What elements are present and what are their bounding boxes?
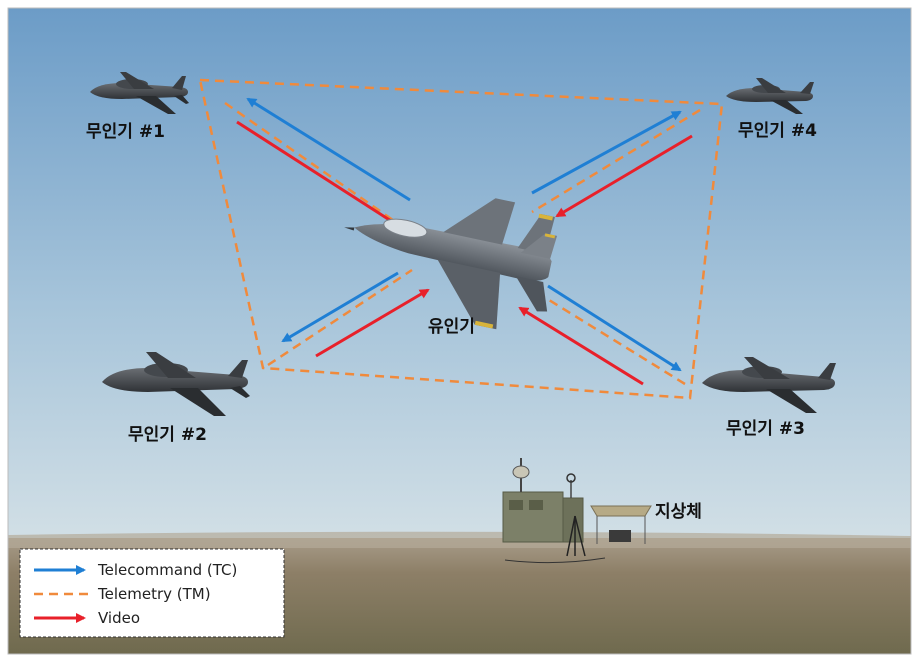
uav-2-icon <box>102 352 250 416</box>
legend-video-label: Video <box>98 609 140 627</box>
legend-tm-label: Telemetry (TM) <box>97 585 211 603</box>
label-uav-3: 무인기 #3 <box>726 419 805 439</box>
video-arrow-uav1 <box>236 120 404 230</box>
video-arrow-uav3 <box>518 306 644 386</box>
uav-4-icon <box>726 78 814 114</box>
video-arrow-uav2 <box>315 288 430 358</box>
ground-station-icon <box>502 458 652 564</box>
tm-link-uav4 <box>531 108 701 214</box>
tc-arrow-uav4 <box>531 110 682 195</box>
tc-arrow-uav1 <box>246 97 411 202</box>
manned-aircraft-icon <box>344 198 558 330</box>
tc-arrow-uav2 <box>281 271 399 343</box>
label-uav-2: 무인기 #2 <box>128 425 207 445</box>
tc-arrow-uav3 <box>547 284 682 372</box>
horizon-haze <box>8 531 911 548</box>
label-uav-1: 무인기 #1 <box>86 122 165 142</box>
label-manned-aircraft: 유인기 <box>428 317 475 337</box>
tm-link-uav2 <box>267 268 413 367</box>
label-ground-station: 지상체 <box>655 502 702 522</box>
tm-link-uav3 <box>519 280 686 386</box>
tm-link-uav1 <box>224 101 401 227</box>
uav-3-icon <box>702 357 836 413</box>
legend: Telecommand (TC) Telemetry (TM) Video <box>19 548 285 638</box>
telemetry-link-perimeter <box>198 78 724 400</box>
legend-tc-label: Telecommand (TC) <box>97 561 237 579</box>
image-frame <box>7 7 912 655</box>
label-uav-4: 무인기 #4 <box>738 121 817 141</box>
uav-1-icon <box>90 72 189 114</box>
video-arrow-uav4 <box>555 134 693 218</box>
